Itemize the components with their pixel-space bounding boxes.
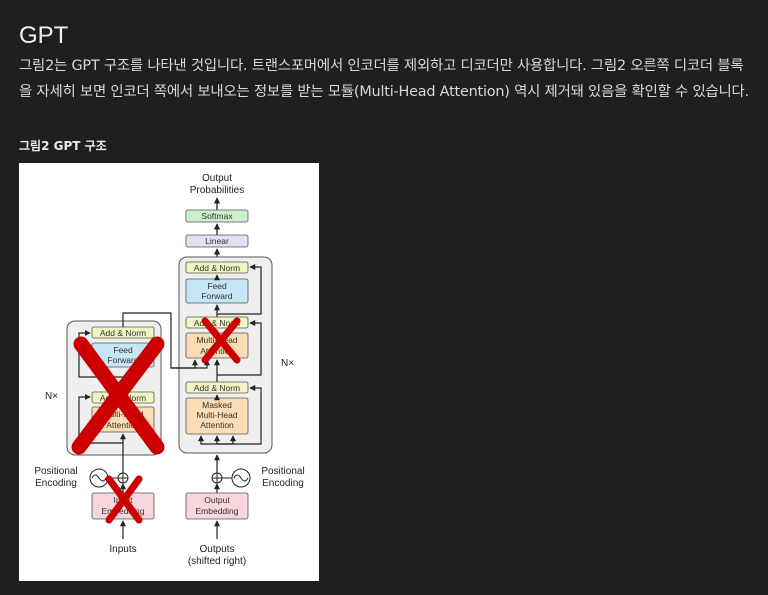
- encoder-attention-label-2: Attention: [106, 420, 140, 430]
- output-embedding-label-2: Embedding: [195, 506, 238, 516]
- outputs-label-2: (shifted right): [188, 556, 246, 567]
- output-probabilities-label-1: Output: [202, 173, 232, 184]
- gpt-architecture-figure: Output Probabilities Softmax Linear N× A…: [19, 163, 319, 581]
- inputs-label: Inputs: [109, 544, 136, 555]
- input-embedding-label-2: Embedding: [101, 506, 144, 516]
- decoder-nx-label: N×: [281, 358, 294, 369]
- output-probabilities-label-2: Probabilities: [190, 185, 244, 196]
- output-embedding-label-1: Output: [204, 495, 230, 505]
- page-title: GPT: [19, 22, 69, 50]
- decoder-feed-forward-label-1: Feed: [207, 281, 227, 291]
- decoder-add-norm-mid-label: Add & Norm: [194, 318, 240, 328]
- linear-label: Linear: [205, 236, 229, 246]
- cross-out-input-embedding-icon: [105, 475, 143, 524]
- positional-encoding-left-2: Encoding: [35, 478, 77, 489]
- positional-encoding-left-1: Positional: [34, 466, 77, 477]
- encoder-feed-forward-label-2: Forward: [107, 355, 138, 365]
- decoder-add-norm-top: [185, 261, 249, 274]
- decoder-add-norm-bottom-label: Add & Norm: [194, 383, 240, 393]
- cross-out-cross-attention-icon: [201, 317, 241, 364]
- softmax-label: Softmax: [201, 211, 233, 221]
- output-embedding-block: [185, 492, 249, 520]
- encoder-nx-label: N×: [45, 391, 58, 402]
- softmax-block: [185, 209, 249, 223]
- body-paragraph: 그림2는 GPT 구조를 나타낸 것입니다. 트랜스포머에서 인코더를 제외하고…: [19, 58, 749, 100]
- decoder-cross-attention-label-2: Attention: [200, 346, 234, 356]
- figure-caption: 그림2 GPT 구조: [19, 139, 107, 153]
- decoder-masked-attention-label-2: Multi-Head: [196, 410, 237, 420]
- cross-out-encoder-icon: [71, 336, 165, 455]
- decoder-masked-attention-label-3: Attention: [200, 420, 234, 430]
- encoder-attention-label-1: Multi-Head: [102, 409, 143, 419]
- decoder-add-norm-top-label: Add & Norm: [194, 263, 240, 273]
- encoder-feed-forward-label-1: Feed: [113, 345, 133, 355]
- decoder-masked-attention-label-1: Masked: [202, 400, 232, 410]
- positional-encoding-right-2: Encoding: [262, 478, 304, 489]
- decoder-feed-forward-label-2: Forward: [201, 291, 232, 301]
- decoder-add-norm-bottom: [185, 381, 249, 394]
- encoder-add-norm-top-label: Add & Norm: [100, 328, 146, 338]
- positional-encoding-right-1: Positional: [261, 466, 304, 477]
- linear-block: [185, 234, 249, 248]
- outputs-label-1: Outputs: [199, 544, 234, 555]
